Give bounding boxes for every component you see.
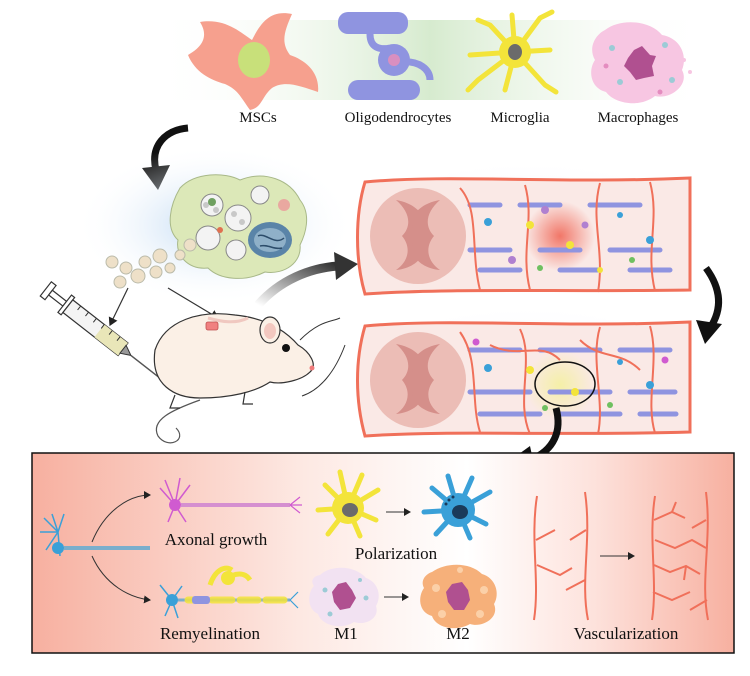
vessels-before-icon bbox=[533, 491, 589, 621]
label-polarization: Polarization bbox=[355, 544, 438, 563]
spinal-cord-injured bbox=[356, 176, 692, 296]
macrophage-m1-icon bbox=[309, 567, 379, 627]
macrophage-icon bbox=[591, 22, 692, 104]
microglia-icon bbox=[465, 9, 559, 95]
zoom-circle bbox=[534, 361, 596, 407]
label-vascularization: Vascularization bbox=[574, 624, 679, 643]
remyelination-neuron-icon bbox=[159, 565, 299, 619]
arrow-exosomes-to-mouse bbox=[167, 287, 220, 319]
outcomes-panel-background bbox=[32, 453, 734, 653]
msc-exosome-cell bbox=[169, 174, 308, 279]
label-microglia: Microglia bbox=[490, 110, 549, 126]
label-macrophages: Macrophages bbox=[598, 110, 679, 126]
microglia-m1-icon bbox=[315, 469, 381, 539]
label-mscs: MSCs bbox=[239, 110, 277, 126]
spinal-cord-repaired bbox=[356, 320, 692, 438]
vessels-after-icon bbox=[651, 491, 709, 621]
label-remyelination: Remyelination bbox=[160, 624, 261, 643]
gradient-arrow-to-spinal-cord bbox=[254, 252, 358, 309]
source-neuron-icon bbox=[40, 513, 150, 557]
label-axonal-growth: Axonal growth bbox=[165, 530, 268, 549]
arrow-to-axonal-growth bbox=[91, 491, 151, 543]
macrophage-m2-icon bbox=[420, 564, 497, 629]
released-exosomes bbox=[105, 238, 197, 289]
arrow-to-remyelination bbox=[91, 555, 151, 604]
microglia-m2-icon bbox=[421, 473, 493, 541]
label-m2: M2 bbox=[446, 624, 470, 643]
axonal-growth-neuron-icon bbox=[159, 477, 302, 523]
curved-arrow-down-right bbox=[696, 265, 723, 344]
msc-cell-icon bbox=[188, 13, 319, 111]
oligodendrocyte-icon bbox=[338, 12, 434, 100]
label-m1: M1 bbox=[334, 624, 358, 643]
mouse-icon bbox=[153, 313, 346, 444]
label-oligodendrocytes: Oligodendrocytes bbox=[345, 110, 452, 126]
arrow-exosomes-to-syringe bbox=[108, 287, 129, 327]
outcomes-panel-border bbox=[31, 452, 735, 654]
syringe-icon bbox=[39, 280, 162, 380]
